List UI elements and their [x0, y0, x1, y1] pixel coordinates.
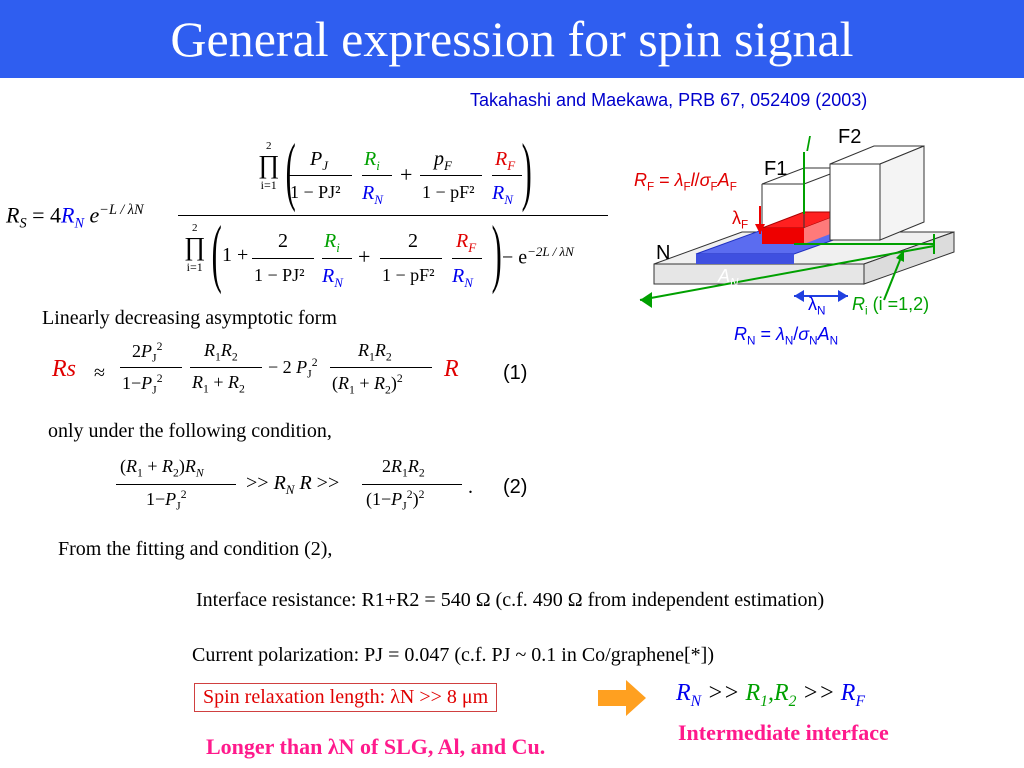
interface-resistance: Interface resistance: R1+R2 = 540 Ω (c.f… [196, 589, 825, 611]
diagram-rn-formula: RN = λN/σNAN [734, 324, 839, 348]
eq2-mid: >> RN R >> [246, 472, 340, 497]
fit-label: From the fitting and condition (2), [58, 538, 333, 560]
eq1-num3: R1R2 [358, 340, 392, 364]
den-tail: − e−2L / λN [502, 244, 574, 269]
eq1-rhs: R [444, 356, 459, 382]
eq2-num1: (R1 + R2)RN [120, 456, 204, 480]
diagram-f1-label: F1 [764, 158, 788, 180]
num-rf: RF [495, 148, 516, 173]
eq2-den1: 1−PJ2 [146, 488, 187, 513]
num-pj: PJ [310, 148, 328, 173]
condition-label: only under the following condition, [48, 420, 332, 442]
intermediate-label: Intermediate interface [678, 720, 889, 745]
diagram-lambda-f: λF [732, 208, 749, 232]
inequality: RN >> R1,R2 >> RF [676, 680, 865, 710]
num-rn2: RN [492, 182, 513, 207]
eq2-num2: 2R1R2 [382, 456, 425, 480]
num-pj-den: 1 − PJ² [290, 182, 341, 202]
spin-relaxation-box: Spin relaxation length: λN >> 8 μm [194, 683, 498, 712]
eq1-den3: (R1 + R2)2 [332, 372, 403, 397]
diagram-rf-formula: RF = λFl/σFAF [634, 170, 737, 194]
eq1-den1: 1−PJ2 [122, 372, 163, 397]
linear-label: Linearly decreasing asymptotic form [42, 307, 337, 329]
num-pf-den: 1 − pF² [422, 182, 475, 202]
eq1-minus: − 2 PJ2 [268, 356, 318, 381]
main-fraction-bar [178, 215, 608, 216]
diagram-l-label: l [806, 134, 811, 156]
eq1-num1: 2PJ2 [132, 340, 163, 365]
num-pf: pF [434, 148, 452, 173]
den-ri: Ri [324, 230, 340, 255]
eq1-den2: R1 + R2 [192, 372, 245, 396]
page-title: General expression for spin signal [170, 11, 854, 67]
diagram-ri-label: Ri (i =1,2) [852, 294, 930, 318]
eq1-num2: R1R2 [204, 340, 238, 364]
den-rn: RN [322, 265, 343, 290]
device-diagram [639, 145, 955, 308]
num-product: 2 ∏ i=1 [258, 140, 280, 192]
diagram-n-label: N [656, 242, 671, 264]
title-bar [0, 0, 1024, 78]
den-product: 2 ∏ i=1 [184, 222, 206, 274]
den-rn2: RN [452, 265, 473, 290]
longer-than-label: Longer than λN of SLG, Al, and Cu. [206, 734, 546, 759]
diagram-f2-label: F2 [838, 126, 862, 148]
eq1-tag: (1) [503, 362, 528, 384]
eq1-lhs: Rs [52, 356, 76, 382]
num-paren-left: ( [285, 129, 296, 213]
eq2-tag: (2) [503, 476, 528, 498]
current-polarization: Current polarization: PJ = 0.047 (c.f. P… [192, 644, 715, 666]
diagram-an-label: AN [718, 266, 739, 290]
reference-citation: Takahashi and Maekawa, PRB 67, 052409 (2… [470, 90, 868, 110]
eq2-den2: (1−PJ2)2 [366, 488, 425, 513]
den-rf: RF [456, 230, 477, 255]
num-rn: RN [362, 182, 383, 207]
num-ri: Ri [364, 148, 380, 173]
diagram-lambda-n: λN [808, 294, 826, 318]
orange-arrow-icon [598, 680, 646, 716]
eq-main-lhs: RS = 4RN e−L / λN [6, 202, 144, 232]
num-paren-right: ) [521, 129, 532, 213]
